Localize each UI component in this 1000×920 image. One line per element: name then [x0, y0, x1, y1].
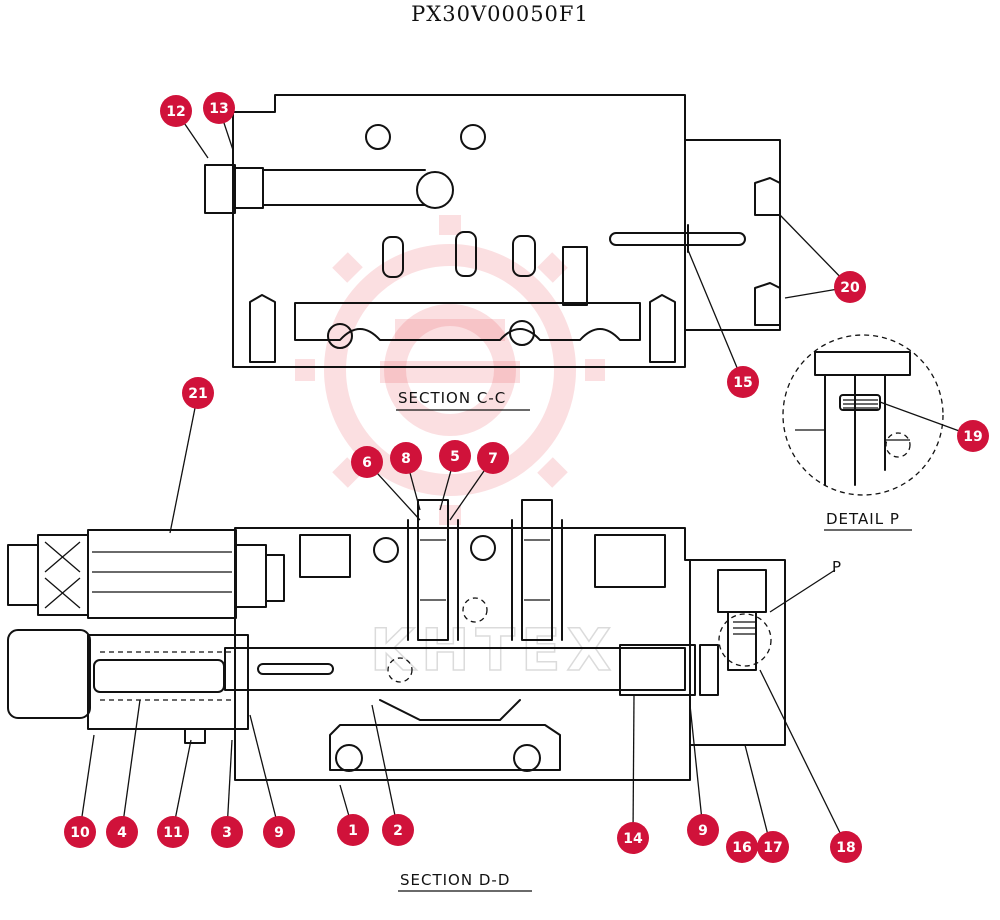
- section-cc-drawing: [204, 94, 781, 368]
- callout-11: 11: [157, 816, 189, 848]
- callout-15: 15: [727, 366, 759, 398]
- detail-p-drawing: [782, 334, 944, 496]
- callout-number: 20: [840, 280, 860, 296]
- callout-number: 7: [488, 451, 498, 467]
- callout-8: 8: [390, 442, 422, 474]
- detail-p-label: P: [832, 558, 842, 576]
- callout-badge: [957, 420, 989, 452]
- callout-badge: [382, 814, 414, 846]
- callout-badge: [160, 95, 192, 127]
- callout-number: 11: [163, 825, 182, 841]
- callout-badge: [211, 816, 243, 848]
- callout-number: 9: [698, 823, 708, 839]
- callout-7: 7: [477, 442, 509, 474]
- callout-9: 9: [687, 814, 719, 846]
- callout-badge: [263, 816, 295, 848]
- callout-4: 4: [106, 816, 138, 848]
- callout-18: 18: [830, 831, 862, 863]
- callout-number: 19: [963, 429, 982, 445]
- callout-21: 21: [182, 377, 214, 409]
- callout-badge: [439, 440, 471, 472]
- callout-19: 19: [957, 420, 989, 452]
- callout-badge: [182, 377, 214, 409]
- callout-badge: [830, 831, 862, 863]
- callout-number: 18: [836, 840, 855, 856]
- callout-17: 17: [757, 831, 789, 863]
- callout-number: 15: [733, 375, 752, 391]
- callout-number: 2: [393, 823, 403, 839]
- callout-number: 5: [450, 449, 460, 465]
- callout-number: 8: [401, 451, 411, 467]
- callout-13: 13: [203, 92, 235, 124]
- callout-badge: [390, 442, 422, 474]
- callout-9: 9: [263, 816, 295, 848]
- callout-14: 14: [617, 822, 649, 854]
- callout-number: 3: [222, 825, 232, 841]
- callout-badge: [351, 446, 383, 478]
- watermark: KHTEX: [295, 215, 617, 685]
- callout-number: 4: [117, 825, 127, 841]
- callout-16: 16: [726, 831, 758, 863]
- callout-badge: [337, 814, 369, 846]
- callout-5: 5: [439, 440, 471, 472]
- callout-number: 17: [763, 840, 782, 856]
- callout-number: 9: [274, 825, 284, 841]
- section-dd-caption: SECTION D-D: [400, 871, 510, 889]
- section-dd-drawing: [7, 499, 786, 781]
- callout-12: 12: [160, 95, 192, 127]
- callout-20: 20: [834, 271, 866, 303]
- callout-1: 1: [337, 814, 369, 846]
- callout-badge: [834, 271, 866, 303]
- callout-10: 10: [64, 816, 96, 848]
- callout-number: 16: [732, 840, 751, 856]
- callout-number: 12: [166, 104, 185, 120]
- callout-badge: [203, 92, 235, 124]
- watermark-text: KHTEX: [370, 616, 617, 684]
- callout-number: 21: [188, 386, 207, 402]
- callout-2: 2: [382, 814, 414, 846]
- callout-number: 14: [623, 831, 643, 847]
- callout-badge: [726, 831, 758, 863]
- callout-badge: [477, 442, 509, 474]
- callout-badge: [687, 814, 719, 846]
- callout-number: 6: [362, 455, 372, 471]
- callout-badge: [106, 816, 138, 848]
- callout-badge: [727, 366, 759, 398]
- callout-badge: [157, 816, 189, 848]
- callout-number: 1: [348, 823, 358, 839]
- callout-badge: [64, 816, 96, 848]
- leader-lines: [79, 107, 974, 846]
- callout-number: 13: [209, 101, 228, 117]
- callout-badge: [617, 822, 649, 854]
- detail-p-caption: DETAIL P: [826, 510, 900, 528]
- drawing-title: PX30V00050F1: [411, 2, 589, 26]
- section-cc-caption: SECTION C-C: [398, 389, 506, 407]
- callout-6: 6: [351, 446, 383, 478]
- callout-badge: [757, 831, 789, 863]
- callout-3: 3: [211, 816, 243, 848]
- callout-number: 10: [70, 825, 90, 841]
